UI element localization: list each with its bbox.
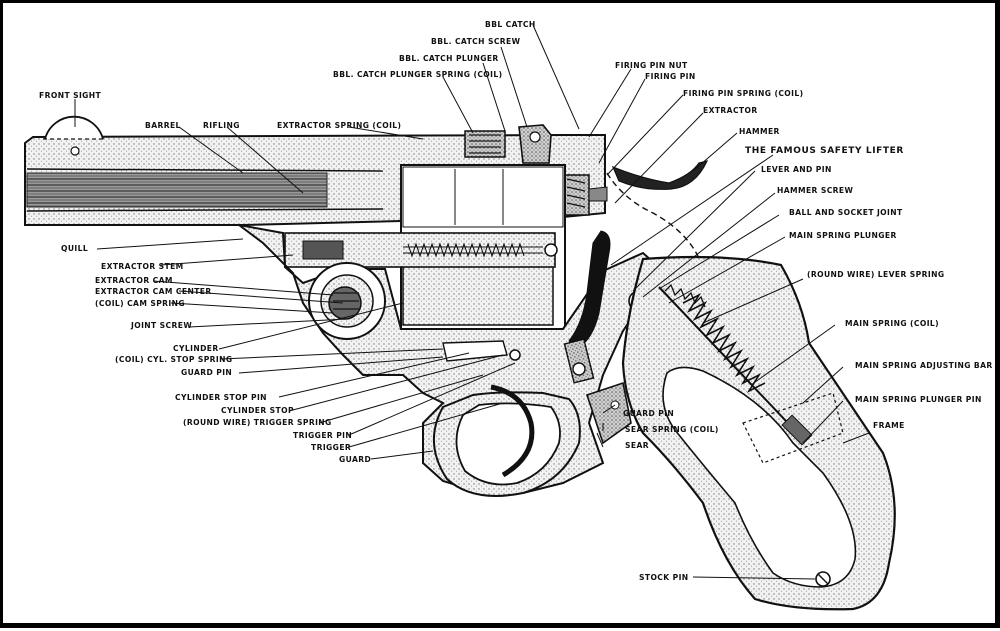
label-bbl-catch-screw: BBL. CATCH SCREW: [431, 37, 521, 46]
hammer: [606, 160, 709, 270]
label-guard-pin-left: GUARD PIN: [181, 368, 233, 377]
label-quill: QUILL: [61, 244, 89, 253]
label-cylinder: CYLINDER: [173, 344, 219, 353]
label-bbl-catch-plunger-spring: BBL. CATCH PLUNGER SPRING (COIL): [333, 70, 503, 79]
label-extractor-spring: EXTRACTOR SPRING (COIL): [277, 121, 402, 130]
label-guard-pin-right: GUARD PIN: [623, 409, 675, 418]
main-spring: [658, 286, 844, 464]
label-trigger-pin: TRIGGER PIN: [293, 431, 353, 440]
barrel-catch: [464, 124, 552, 164]
label-front-sight: FRONT SIGHT: [39, 91, 102, 100]
trigger-guard: [432, 340, 581, 497]
leader-lines: [74, 24, 870, 580]
label-extractor: EXTRACTOR: [703, 106, 758, 115]
label-lever-and-pin: LEVER AND PIN: [761, 165, 832, 174]
label-trigger-spring: (ROUND WIRE) TRIGGER SPRING: [183, 418, 332, 427]
label-bbl-catch: BBL CATCH: [485, 20, 536, 29]
revolver-cutaway-drawing: [24, 24, 896, 611]
label-stock-pin: STOCK PIN: [639, 573, 689, 582]
label-firing-pin-spring: FIRING PIN SPRING (COIL): [683, 89, 804, 98]
sear: [585, 381, 632, 445]
label-guard: GUARD: [339, 455, 372, 464]
label-main-spring: MAIN SPRING (COIL): [845, 319, 940, 328]
label-extractor-stem: EXTRACTOR STEM: [101, 262, 184, 271]
label-hammer-screw: HAMMER SCREW: [777, 186, 854, 195]
label-trigger: TRIGGER: [311, 443, 352, 452]
label-main-spring-plunger: MAIN SPRING PLUNGER: [789, 231, 897, 240]
label-sear: SEAR: [625, 441, 649, 450]
cylinder: [284, 164, 566, 330]
label-extractor-cam-center: EXTRACTOR CAM CENTER: [95, 287, 212, 296]
label-frame: FRAME: [873, 421, 905, 430]
label-extractor-cam: EXTRACTOR CAM: [95, 276, 173, 285]
label-bbl-catch-plunger: BBL. CATCH PLUNGER: [399, 54, 499, 63]
label-rifling: RIFLING: [203, 121, 240, 130]
label-cylinder-stop-pin: CYLINDER STOP PIN: [175, 393, 267, 402]
front-sight: [43, 115, 105, 156]
label-ball-socket: BALL AND SOCKET JOINT: [789, 208, 903, 217]
label-firing-pin: FIRING PIN: [645, 72, 696, 81]
label-main-spring-adjusting-bar: MAIN SPRING ADJUSTING BAR: [855, 361, 993, 370]
label-cylinder-stop: CYLINDER STOP: [221, 406, 294, 415]
label-sear-spring: SEAR SPRING (COIL): [625, 425, 719, 434]
label-joint-screw: JOINT SCREW: [131, 321, 193, 330]
label-firing-pin-nut: FIRING PIN NUT: [615, 61, 688, 70]
label-cam-spring: (COIL) CAM SPRING: [95, 299, 186, 308]
label-hammer: HAMMER: [739, 127, 780, 136]
label-safety-lifter: THE FAMOUS SAFETY LIFTER: [745, 146, 904, 156]
label-cyl-stop-spring: (COIL) CYL. STOP SPRING: [115, 355, 233, 364]
label-barrel: BARREL: [145, 121, 181, 130]
label-lever-spring: (ROUND WIRE) LEVER SPRING: [807, 270, 945, 279]
grip-frame: [621, 255, 896, 611]
lever-spring: [664, 283, 706, 308]
label-main-spring-plunger-pin: MAIN SPRING PLUNGER PIN: [855, 395, 982, 404]
